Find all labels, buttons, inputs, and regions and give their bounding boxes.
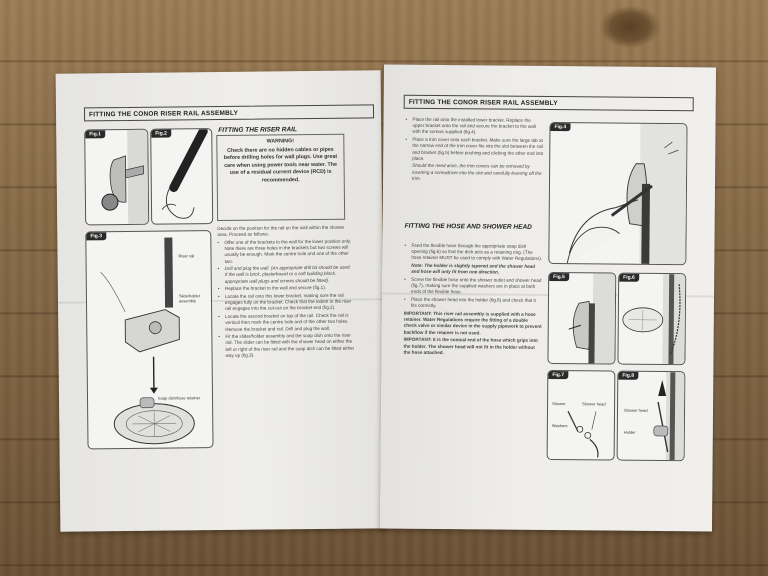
figure-1: Fig.1 — [84, 128, 150, 226]
left-page-header: FITTING THE CONOR RISER RAIL ASSEMBLY — [83, 104, 375, 122]
figure-3: Fig.3 Riser rail Slide/holder assembly S… — [85, 230, 214, 450]
step-2: Drill and plug the wall. (An appropriate… — [218, 265, 354, 285]
hose-soapdish-illustration — [622, 274, 687, 366]
step-place-rail: Place the rail onto the installed lower … — [405, 117, 543, 137]
step-5: Locate the second bracket on top of the … — [218, 313, 354, 333]
warning-text: Check there are no hidden cables or pipe… — [223, 146, 338, 184]
left-instructions: Decide on the position for the rail on t… — [217, 225, 354, 361]
step-place-head: Place the shower head into the holder (f… — [404, 297, 542, 311]
figure-4: Fig.4 — [548, 122, 688, 266]
note-trim-removal: Should the need arise, the trim covers c… — [412, 163, 542, 181]
step-trim-cover: Place a trim cover onto each bracket. Ma… — [405, 137, 543, 163]
hose-washers-illustration — [567, 410, 599, 458]
figure-7: Fig.7 Shower Shower head Washers — [546, 369, 616, 461]
important-retainer: IMPORTANT: This riser rail assembly is s… — [403, 310, 542, 336]
intro-text: Decide on the position for the rail on t… — [217, 224, 345, 238]
right-instructions-top: Place the rail onto the installed lower … — [405, 117, 544, 185]
figure-2: Fig.2 — [150, 128, 214, 225]
important-conical: IMPORTANT: It is the conical end of the … — [403, 337, 538, 355]
section-title-riser-rail: FITTING THE RISER RAIL — [218, 126, 297, 135]
warning-title: WARNING! — [266, 138, 295, 145]
label-shower: Shower — [552, 401, 566, 407]
figure-8: Fig.8 Shower head Holder — [616, 370, 686, 462]
head-holder-illustration — [653, 372, 686, 462]
label-riser-rail: Riser rail — [178, 253, 195, 259]
figure-5: Fig.5 — [547, 272, 617, 365]
note-holder-tapered: Note: The holder is slightly tapered and… — [411, 262, 536, 275]
label-holder: Holder — [623, 429, 636, 435]
step-3: Replace the bracket to the wall and secu… — [218, 285, 354, 293]
step-1: Offer one of the brackets to the wall fo… — [217, 239, 353, 265]
bracket-illustration — [101, 129, 150, 226]
bracket-screw-illustration — [566, 123, 688, 266]
right-page: FITTING THE CONOR RISER RAIL ASSEMBLY Pl… — [379, 64, 717, 532]
label-slide-holder: Slide/holder assembly — [178, 293, 201, 304]
section-title-hose: FITTING THE HOSE AND SHOWER HEAD — [404, 222, 532, 231]
step-6: Fit the slider/holder assembly and the s… — [218, 333, 354, 359]
slider-soapdish-illustration — [100, 237, 195, 445]
rail-engage-illustration — [161, 129, 208, 219]
label-shower-head-fig8: Shower head — [624, 407, 648, 413]
right-instructions-hose: Feed the flexible hose through the appro… — [403, 243, 543, 359]
right-page-header: FITTING THE CONOR RISER RAIL ASSEMBLY — [403, 94, 694, 112]
label-soap-dish: Soap dish/hose retainer — [157, 395, 201, 401]
step-screw-hose: Screw the flexible hose onto the shower … — [404, 277, 542, 297]
label-shower-head: Shower head — [582, 401, 606, 407]
figure-6: Fig.6 — [617, 272, 687, 366]
wood-knot — [600, 6, 660, 48]
trim-cover-illustration — [568, 273, 617, 365]
warning-box: WARNING! Check there are no hidden cable… — [216, 133, 346, 222]
label-washers: Washers — [551, 423, 568, 429]
step-4: Locate the rail onto this lower bracket,… — [218, 293, 354, 313]
step-feed-hose: Feed the flexible hose through the appro… — [404, 243, 542, 263]
left-page: FITTING THE CONOR RISER RAIL ASSEMBLY Fi… — [55, 70, 386, 532]
